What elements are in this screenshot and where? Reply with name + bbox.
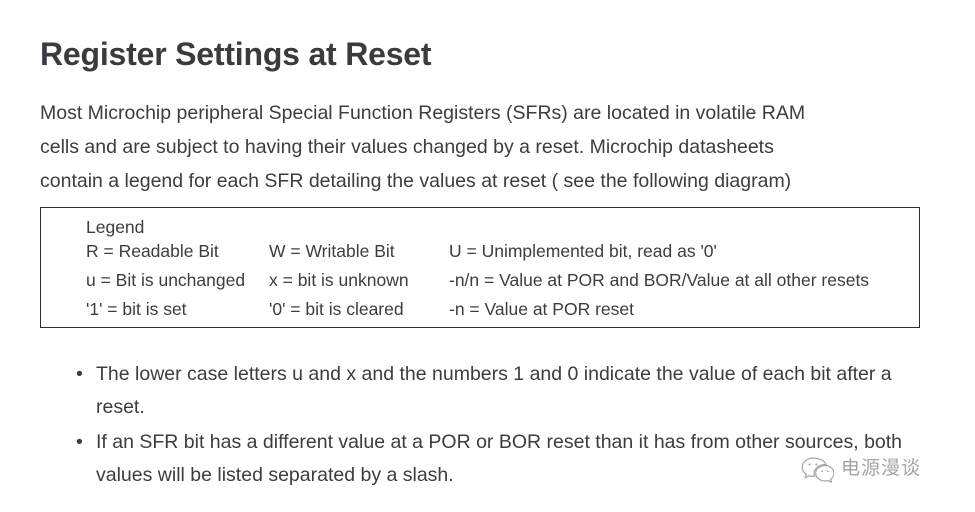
list-item-text: The lower case letters u and x and the n…	[96, 363, 892, 418]
bullet-marker-icon: •	[76, 431, 83, 453]
watermark: 电源漫谈	[800, 455, 921, 483]
watermark-text: 电源漫谈	[841, 458, 922, 479]
intro-paragraph: Most Microchip peripheral Special Functi…	[40, 96, 922, 198]
legend-cell-bit-unknown: x = bit is unknown	[269, 270, 409, 290]
legend-cell-value-por-reset: -n = Value at POR reset	[449, 299, 634, 319]
legend-cell-bit-unchanged: u = Bit is unchanged	[86, 270, 246, 290]
bullet-list: • The lower case letters u and x and the…	[72, 358, 932, 494]
list-item: • If an SFR bit has a different value at…	[72, 426, 932, 492]
legend-row: u = Bit is unchanged x = bit is unknown …	[41, 268, 919, 297]
legend-grid: R = Readable Bit W = Writable Bit U = Un…	[41, 239, 919, 326]
legend-cell-unimplemented-bit: U = Unimplemented bit, read as '0'	[449, 241, 717, 261]
legend-row: '1' = bit is set '0' = bit is cleared -n…	[41, 297, 919, 326]
legend-cell-writable-bit: W = Writable Bit	[269, 241, 395, 261]
intro-line-1: Most Microchip peripheral Special Functi…	[40, 102, 806, 124]
legend-cell-bit-set: '1' = bit is set	[86, 299, 187, 319]
intro-line-2: cells and are subject to having their va…	[40, 136, 774, 158]
list-item: • The lower case letters u and x and the…	[72, 358, 932, 424]
legend-cell-value-por-bor: -n/n = Value at POR and BOR/Value at all…	[449, 270, 870, 290]
legend-heading: Legend	[86, 217, 145, 237]
bullet-marker-icon: •	[76, 363, 83, 385]
legend-cell-bit-cleared: '0' = bit is cleared	[269, 299, 404, 319]
wechat-icon	[800, 455, 834, 483]
page-title: Register Settings at Reset	[40, 36, 432, 73]
intro-line-3: contain a legend for each SFR detailing …	[40, 170, 792, 192]
list-item-text: If an SFR bit has a different value at a…	[96, 431, 903, 486]
legend-cell-readable-bit: R = Readable Bit	[86, 241, 219, 261]
legend-row: R = Readable Bit W = Writable Bit U = Un…	[41, 239, 919, 268]
legend-box: Legend R = Readable Bit W = Writable Bit…	[40, 207, 920, 328]
